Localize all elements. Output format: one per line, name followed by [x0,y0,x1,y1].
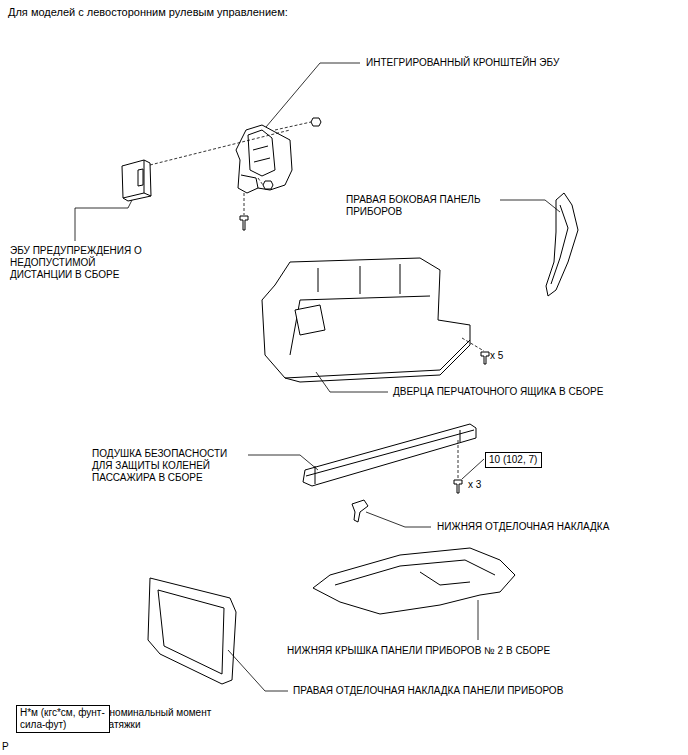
part-label: ПРАВАЯ ОТДЕЛОЧНАЯ НАКЛАДКА ПАНЕЛИ ПРИБОР… [293,685,563,697]
part-label: ПРАВАЯ БОКОВАЯ ПАНЕЛЬ ПРИБОРОВ [346,194,501,218]
figure-code: P [2,741,9,753]
part-label: НИЖНЯЯ ОТДЕЛОЧНАЯ НАКЛАДКА [437,521,609,533]
bracket-body [236,125,292,193]
leader-line [266,63,360,127]
side-panel-part [546,193,578,296]
ecu-part [122,160,151,201]
airbag-edge [306,430,474,484]
part-label: ДВЕРЦА ПЕРЧАТОЧНОГО ЯЩИКА В СБОРЕ [393,386,603,398]
torque-value: 10 (102, 7) [489,454,538,466]
lower-cover-body [313,548,515,614]
assembly-line [150,130,290,165]
legend-box: Н*м (кгс*см, фунт-сила-фут) [16,705,110,733]
nut [311,118,321,126]
bracket-detail [241,130,275,188]
leader-line [478,600,479,640]
screw [481,352,489,364]
assembly-line [275,122,311,130]
side-panel-body [546,193,578,296]
part-label: x 3 [468,479,481,491]
glove-box-latch [295,305,325,335]
airbag-body [303,424,476,486]
leader-line [500,200,560,212]
leader-line [228,650,288,691]
ecu-body [122,160,151,201]
lower-trim-part [352,500,368,522]
nut [263,181,273,189]
lower-cover-part [313,548,515,614]
bracket-part [236,125,292,193]
leader-line [316,372,388,392]
leader-line [366,512,431,527]
part-label: ЭБУ ПРЕДУПРЕЖДЕНИЯ О НЕДОПУСТИМОЙ ДИСТАН… [10,245,150,281]
torque-box: 10 (102, 7) [485,452,542,468]
part-label: ИНТЕГРИРОВАННЫЙ КРОНШТЕЙН ЭБУ [366,57,559,69]
legend-text: : номинальный момент затяжки [104,707,224,731]
side-panel-edge [551,205,568,284]
right-trim-body [148,578,236,684]
screw [240,216,248,230]
right-trim-edge [158,590,224,674]
glove-box-edge [285,264,470,378]
right-trim-part [148,578,236,684]
glove-box-body [262,258,470,382]
heading: Для моделей с левосторонним рулевым упра… [8,6,288,19]
glove-box-part [262,258,470,382]
ecu-connector [138,169,143,186]
part-label: ПОДУШКА БЕЗОПАСНОСТИ ДЛЯ ЗАЩИТЫ КОЛЕНЕЙ … [92,448,242,484]
assembly-line [258,178,263,185]
lower-cover-edge [335,560,495,585]
leader-line [248,455,318,470]
leader-line [462,459,484,479]
ecu-edge [123,160,151,198]
screw [454,480,462,493]
knee-airbag-part [303,424,476,486]
assembly-line [462,338,484,351]
torque-units: Н*м (кгс*см, фунт-сила-фут) [20,707,106,731]
assembly-line [244,193,245,215]
part-label: x 5 [490,350,503,362]
assembly-line [458,440,459,479]
part-label: НИЖНЯЯ КРЫШКА ПАНЕЛИ ПРИБОРОВ № 2 В СБОР… [287,645,550,657]
leader-line [75,200,132,241]
